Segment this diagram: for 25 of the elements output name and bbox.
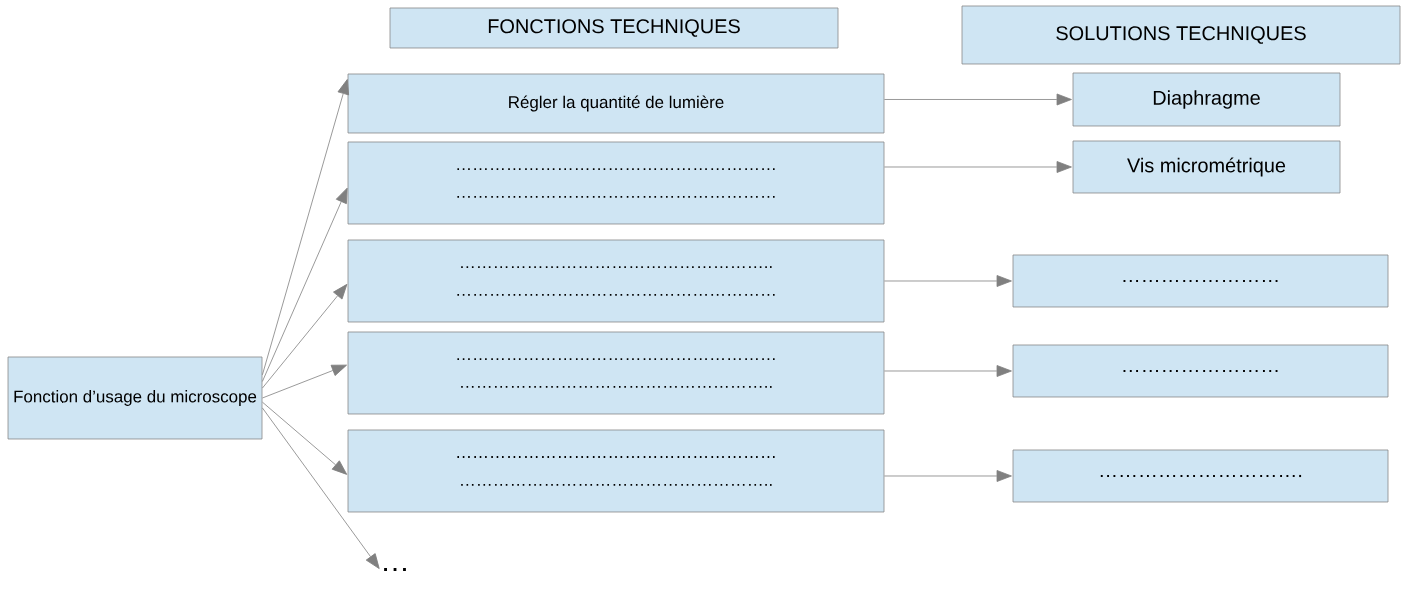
arrow — [884, 275, 1012, 287]
column-header: FONCTIONS TECHNIQUES — [389, 7, 839, 49]
arrow — [262, 407, 380, 569]
arrow — [884, 470, 1012, 482]
ellipsis-text: … — [384, 567, 406, 572]
function-box: Diaphragme — [1072, 72, 1341, 127]
arrow — [262, 79, 349, 376]
arrow — [884, 365, 1012, 377]
function-box: ………………………………………………… ……………………………………………….. — [347, 429, 885, 513]
function-box: …………………… — [1012, 254, 1389, 308]
function-box: Vis micrométrique — [1072, 140, 1341, 194]
function-box: Régler la quantité de lumière — [347, 73, 885, 134]
arrow — [884, 161, 1072, 173]
function-box: …………………… — [1012, 344, 1389, 398]
arrow — [262, 401, 348, 475]
function-box: ………………………………………………… ……………………………………………….. — [347, 331, 885, 415]
arrow — [262, 364, 347, 399]
function-box: ……………………………………………….. ………………………………………………… — [347, 239, 885, 323]
column-header: SOLUTIONS TECHNIQUES — [961, 5, 1401, 65]
function-box: Fonction d’usage du microscope — [7, 356, 263, 440]
arrow — [262, 187, 348, 382]
arrow — [884, 93, 1072, 106]
function-box: …………………………. — [1012, 449, 1389, 503]
function-box: ………………………………………………… ………………………………………………… — [347, 141, 885, 225]
arrow — [262, 283, 348, 389]
